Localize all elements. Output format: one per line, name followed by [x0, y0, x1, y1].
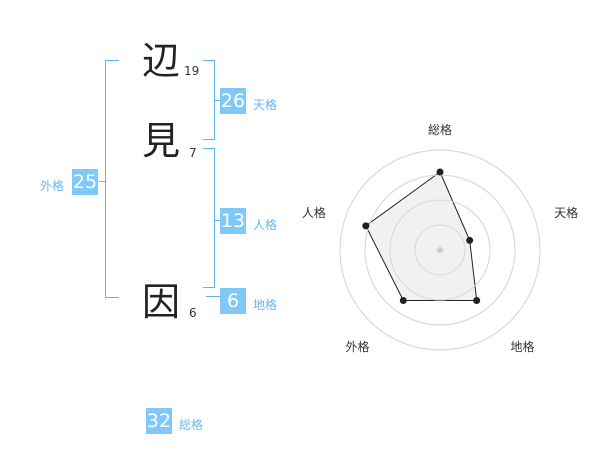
- radar-axis-label-4: 外格: [345, 339, 369, 354]
- chikaku-value: 6: [220, 288, 246, 314]
- gaikaku-connector: [99, 181, 105, 182]
- radar-ring-overlay-4: [339, 149, 541, 351]
- gaikaku-label: 外格: [40, 179, 65, 193]
- stroke-count-2: 7: [189, 146, 197, 160]
- radar-ring-overlay-2: [389, 199, 491, 301]
- soukaku-value: 32: [146, 408, 172, 434]
- radar-point-2: [466, 236, 474, 244]
- radar-axis-label-2: 天格: [554, 205, 578, 220]
- tenkaku-value: 26: [220, 88, 246, 114]
- chikaku-connector: [206, 296, 220, 297]
- radar-point-1: [436, 168, 444, 176]
- name-char-2: 見: [142, 119, 181, 163]
- soukaku-label: 総格: [179, 418, 204, 432]
- radar-axis-label-5: 人格: [302, 205, 326, 220]
- tenkaku-bracket: [203, 60, 215, 140]
- radar-axis-label-1: 総格: [428, 122, 452, 137]
- tenkaku-connector: [215, 100, 220, 101]
- jinkaku-label: 人格: [253, 218, 278, 232]
- stroke-count-3: 6: [189, 306, 197, 320]
- radar-point-5: [362, 222, 370, 230]
- tenkaku-label: 天格: [253, 98, 278, 112]
- gaikaku-bracket: [105, 60, 119, 298]
- stroke-count-1: 19: [184, 64, 200, 78]
- jinkaku-bracket: [203, 148, 215, 288]
- name-char-3: 因: [142, 280, 181, 324]
- jinkaku-value: 13: [220, 208, 246, 234]
- jinkaku-connector: [215, 220, 220, 221]
- radar-point-3: [473, 296, 481, 304]
- radar-area: [365, 171, 478, 301]
- radar-axis-label-3: 地格: [511, 339, 535, 354]
- name-char-1: 辺: [142, 39, 181, 83]
- chikaku-label: 地格: [253, 298, 278, 312]
- radar-ring-overlay-1: [414, 224, 466, 276]
- gaikaku-value: 25: [72, 169, 98, 195]
- radar-center-dot: [437, 247, 443, 253]
- radar-point-4: [399, 296, 407, 304]
